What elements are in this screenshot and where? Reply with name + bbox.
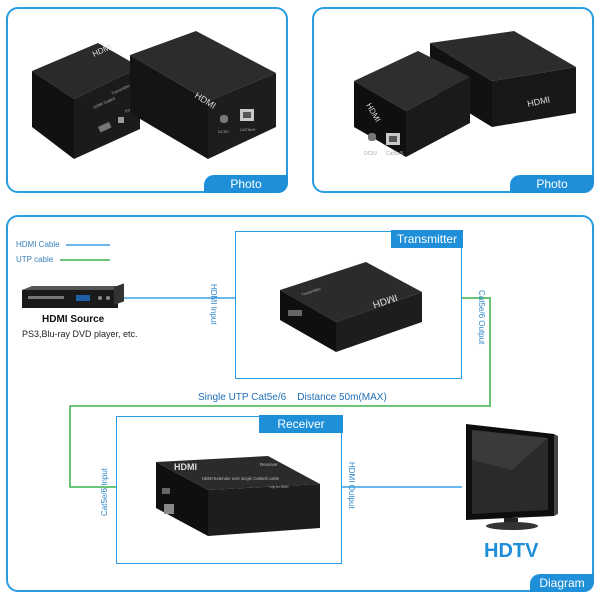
port-label-cat5e: Cat5e/6 <box>386 151 404 157</box>
transmitter-device: HDMI Transmitter <box>280 262 422 352</box>
legend-utp-label: UTP cable <box>16 255 54 264</box>
receiver-device-description: HDMI Extender over single Cat5e/6 cable <box>202 476 280 481</box>
port-label-dc5v: DC5V <box>364 151 378 157</box>
legend-hdmi-label: HDMI Cable <box>16 240 60 249</box>
photo-panel-right: HDMI HDMI DC5V Cat5e/6 Photo <box>312 7 594 193</box>
receiver-unit-photo: HDMI DC5V CAT5e/6 <box>130 31 276 159</box>
transmitter-input-label: HDMI Input <box>209 284 218 325</box>
photo-tag: Photo <box>204 175 288 193</box>
extender-pair-photo-left: HDMI HDMI Output Transmitter Power HDMI … <box>32 31 276 159</box>
receiver-tag: Receiver <box>259 415 343 433</box>
extender-pair-photo-right: HDMI HDMI DC5V Cat5e/6 <box>354 31 576 157</box>
port-label-cat5e: CAT5e/6 <box>240 127 256 132</box>
receiver-input-label: Cat5e/6 Input <box>100 467 109 516</box>
transmitter-unit-photo: HDMI HDMI Output Transmitter Power <box>32 42 140 159</box>
transmitter-device-label: Transmitter <box>301 286 322 297</box>
link-label: Single UTP Cat5e/6 Distance 50m(MAX) <box>198 392 387 403</box>
utp-cable-link <box>69 297 491 488</box>
source-title: HDMI Source <box>42 314 105 325</box>
receiver-device-range: Up to 50m <box>270 484 289 489</box>
svg-text:HDMI: HDMI <box>526 94 551 109</box>
hdtv-icon <box>466 424 558 530</box>
photo-tag: Photo <box>510 175 594 193</box>
receiver-device-label: Receiver <box>260 462 278 467</box>
source-subtitle: PS3,Blu-ray DVD player, etc. <box>22 329 138 339</box>
receiver-device: HDMI Receiver HDMI Extender over single … <box>156 456 320 536</box>
transmitter-output-label: Cat5e/6 Output <box>477 290 486 345</box>
receiver-device-brand: HDMI <box>174 462 197 472</box>
receiver-output-label: HDMI Output <box>347 462 356 509</box>
hdtv-title: HDTV <box>484 540 539 562</box>
transmitter-unit-photo: HDMI DC5V Cat5e/6 <box>354 51 470 157</box>
photo-panel-left: HDMI HDMI Output Transmitter Power HDMI … <box>6 7 288 193</box>
dvd-player-icon <box>22 283 124 308</box>
diagram-tag: Diagram <box>530 574 594 592</box>
port-label-dc5v: DC5V <box>218 129 229 134</box>
transmitter-tag: Transmitter <box>391 230 463 248</box>
